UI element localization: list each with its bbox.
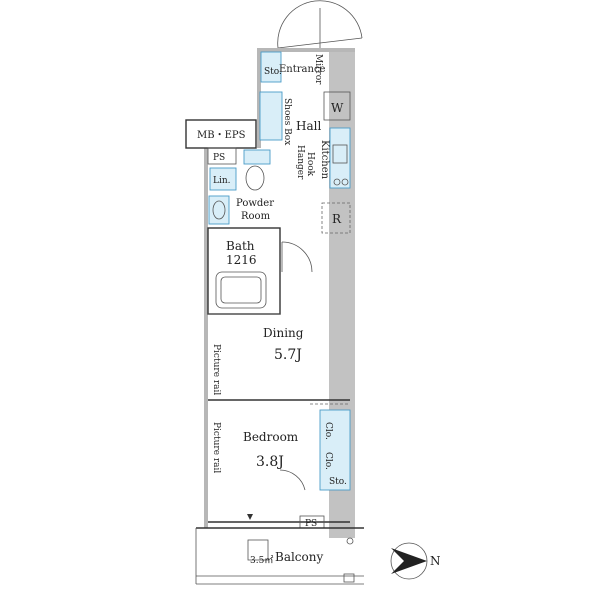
closet-fixture: [319, 409, 351, 491]
closet-2-label: Clo.: [323, 452, 333, 470]
balcony-area-label: 3.5㎡: [250, 555, 273, 566]
hall-label: Hall: [296, 119, 321, 133]
ps-top-box: [207, 147, 237, 165]
bedroom-door-swing-icon: [279, 469, 306, 491]
dining-label: Dining: [263, 326, 304, 340]
powder-label: Powder: [236, 198, 274, 209]
bedroom-label: Bedroom: [243, 430, 299, 444]
bath-door-swing-icon: [281, 241, 313, 273]
sink-icon: [332, 144, 348, 164]
bathtub-icon: [215, 271, 267, 309]
shoes-box-label: Shoes Box: [282, 98, 292, 145]
toilet-icon: [243, 149, 271, 191]
window-marker-icon: [247, 514, 253, 520]
entrance-storage-label: Sto.: [264, 67, 282, 77]
balcony-area: [195, 527, 364, 585]
bath-label: Bath: [226, 239, 255, 253]
ps-bottom-label: PS: [305, 519, 317, 529]
hook-label: Hook: [305, 152, 315, 177]
ps-top-label: PS: [213, 153, 225, 163]
kitchen-counter: [329, 127, 351, 189]
entrance-door-swing-icon: [277, 0, 363, 49]
entrance-storage-box: [260, 51, 282, 83]
closet-1-label: Clo.: [323, 422, 333, 440]
washer-space: [323, 91, 351, 121]
north-arrow-icon: [390, 542, 428, 580]
bedroom-size-label: 3.8J: [256, 454, 284, 470]
linen-label: Lin.: [213, 176, 231, 186]
picture-rail-dining-label: Picture rail: [211, 344, 221, 395]
shoes-box-fixture: [259, 91, 283, 141]
mb-eps-label: MB・EPS: [197, 130, 246, 141]
hanger-label: Hanger: [295, 145, 305, 180]
balcony-label: Balcony: [275, 550, 323, 564]
balcony-hatch: [247, 539, 269, 561]
refrigerator-label: R: [332, 212, 342, 226]
picture-rail-bedroom-label: Picture rail: [211, 422, 221, 473]
kitchen-label: Kitchen: [319, 140, 330, 180]
bedroom-storage-label: Sto.: [329, 477, 347, 487]
mirror-label: Mirror: [313, 54, 323, 85]
room-label: Room: [241, 211, 271, 222]
entrance-label: Entrance: [279, 64, 326, 75]
bath-size-label: 1216: [226, 253, 257, 267]
stove-icon: [333, 178, 349, 186]
washer-label: W: [331, 101, 344, 115]
refrigerator-space: [321, 202, 351, 234]
dining-size-label: 5.7J: [274, 347, 302, 363]
north-label: N: [430, 554, 441, 568]
washbasin-icon: [212, 200, 226, 220]
linen-storage: [209, 167, 237, 191]
washbasin-fixture: [208, 195, 230, 225]
